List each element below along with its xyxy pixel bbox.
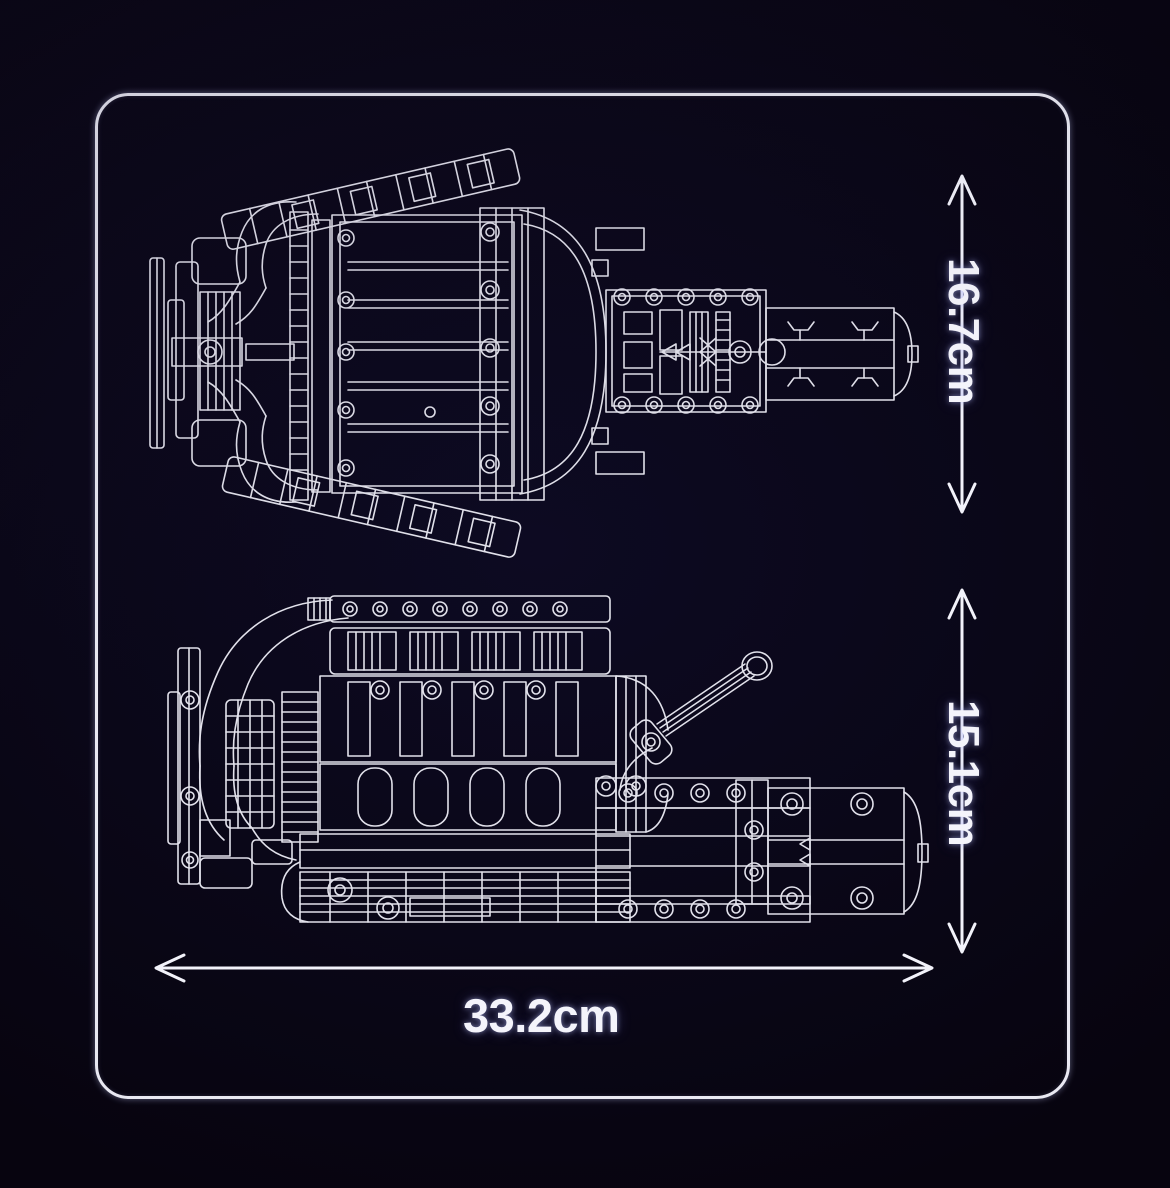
top-height-dimension-label: 16.7cm bbox=[939, 258, 988, 405]
width-dimension-label: 33.2cm bbox=[463, 989, 620, 1042]
top-height-dimension-arrow bbox=[947, 174, 977, 514]
width-dimension-arrow bbox=[154, 953, 934, 983]
bottom-height-dimension-arrow bbox=[947, 588, 977, 954]
bottom-height-dimension-label: 15.1cm bbox=[939, 700, 988, 847]
rounded-border-frame bbox=[95, 93, 1070, 1099]
